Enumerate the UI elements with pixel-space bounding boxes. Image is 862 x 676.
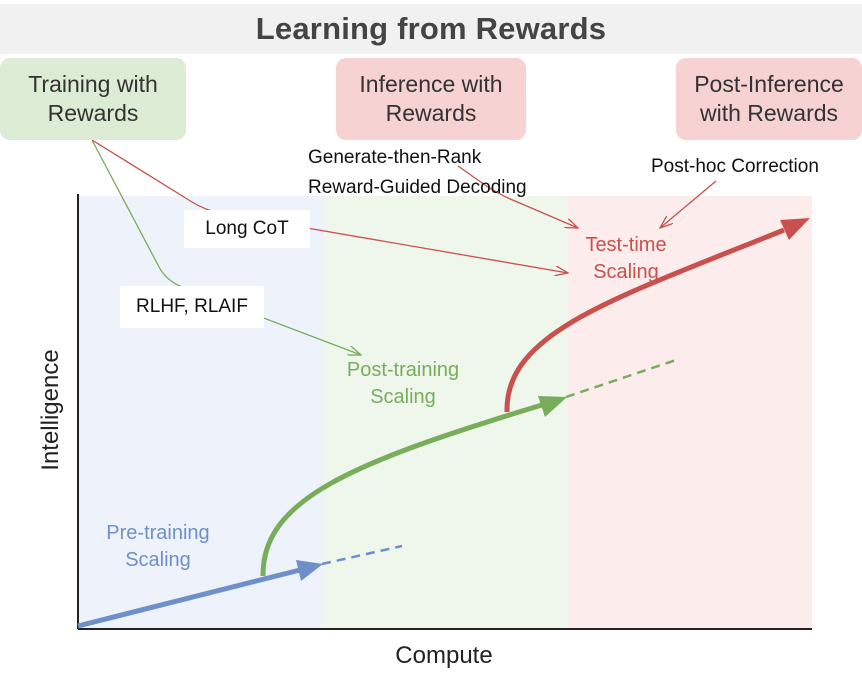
post-inference-with-rewards-box: Post-Inference with Rewards <box>676 58 862 140</box>
training-with-rewards-label: Training with Rewards <box>28 71 158 126</box>
post-hoc-correction-label: Post-hoc Correction <box>651 156 819 177</box>
y-axis-label: Intelligence <box>37 349 64 471</box>
rlhf-rlaif-label: RLHF, RLAIF <box>120 286 264 328</box>
x-axis-label: Compute <box>395 642 493 669</box>
post-training-arrowhead <box>538 396 567 417</box>
post-training-dashed-extension <box>565 358 677 399</box>
long-cot-label: Long CoT <box>184 210 310 248</box>
pre-training-scaling-label: Pre-training Scaling <box>106 522 210 571</box>
pre-training-arrowhead <box>296 560 323 581</box>
post-inference-with-rewards-label: Post-Inference with Rewards <box>694 71 844 126</box>
reward-guided-decoding-label: Reward-Guided Decoding <box>308 177 527 198</box>
inference-with-rewards-box: Inference with Rewards <box>336 58 526 140</box>
diagram-title: Learning from Rewards <box>255 11 607 46</box>
title-bar: Learning from Rewards <box>0 4 862 54</box>
test-time-curve <box>504 227 785 413</box>
post-inference-to-test-time-connector <box>660 180 717 228</box>
pre-training-dashed-extension <box>321 544 403 566</box>
training-with-rewards-box: Training with Rewards <box>0 58 186 140</box>
post-training-scaling-label: Post-training Scaling <box>346 359 460 408</box>
test-time-scaling-label: Test-time Scaling <box>585 234 667 283</box>
post-training-curve <box>260 402 543 577</box>
generate-then-rank-label: Generate-then-Rank <box>308 147 482 168</box>
test-time-arrowhead <box>780 218 810 240</box>
post-training-region <box>323 196 568 628</box>
pre-training-arrow-line <box>77 567 301 629</box>
pre-training-region <box>79 196 323 628</box>
inference-to-test-time-connector <box>457 165 578 228</box>
inference-with-rewards-label: Inference with Rewards <box>359 71 503 126</box>
